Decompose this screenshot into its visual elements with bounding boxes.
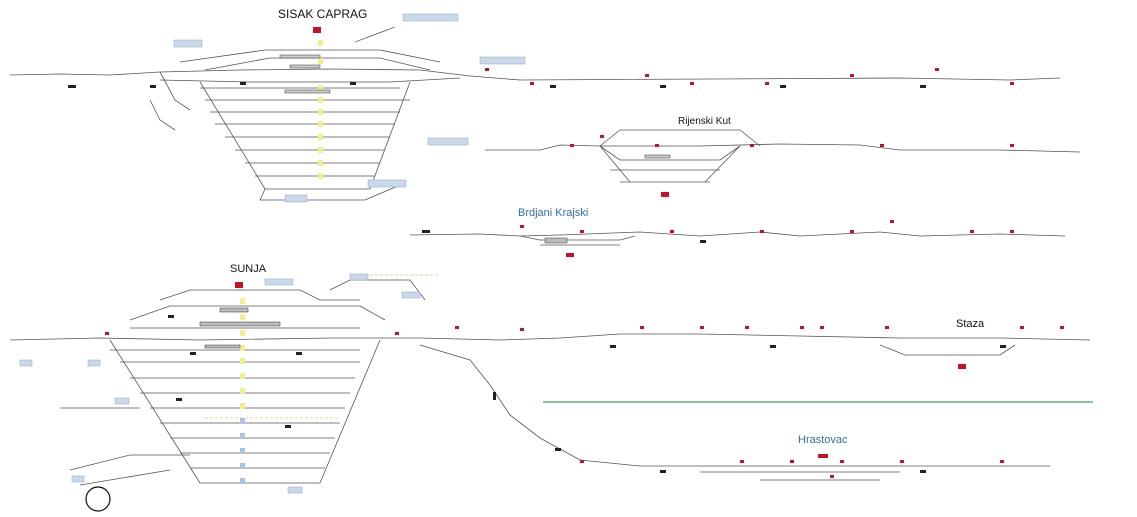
brdjani-krajski-line bbox=[409, 231, 1066, 246]
brdjani-building bbox=[566, 253, 574, 257]
staza-building bbox=[958, 364, 966, 369]
sisak-caprag-yard bbox=[9, 49, 1061, 201]
rijenski-kut-yard bbox=[485, 129, 1081, 183]
sunja-blue-markers bbox=[240, 418, 245, 484]
station-title-staza: Staza bbox=[956, 318, 985, 330]
sunja-label-boxes bbox=[19, 273, 421, 494]
sunja-orange-annotation bbox=[205, 274, 440, 419]
sunja-yard bbox=[9, 279, 1091, 486]
sisak-platform-markers bbox=[318, 40, 323, 179]
sisak-label-boxes bbox=[173, 13, 526, 203]
sunja-station-building bbox=[235, 282, 243, 288]
station-title-hrastovac: Hrastovac bbox=[798, 434, 848, 446]
station-title-brdjani-krajski: Brdjani Krajski bbox=[518, 207, 588, 219]
signals bbox=[105, 68, 1064, 478]
rijenski-platform bbox=[644, 154, 671, 159]
brdjani-platform bbox=[544, 237, 568, 244]
equipment-marks bbox=[68, 82, 1006, 473]
sisak-platform-bars bbox=[279, 54, 331, 94]
rijenski-building bbox=[661, 192, 669, 197]
station-title-sunja: SUNJA bbox=[230, 263, 267, 275]
sisak-station-building bbox=[313, 27, 321, 33]
sisak-arrow bbox=[354, 26, 396, 43]
sunja-platform-markers bbox=[240, 298, 245, 409]
station-title-rijenski-kut: Rijenski Kut bbox=[678, 116, 731, 127]
station-title-sisak-caprag: SISAK CAPRAG bbox=[278, 7, 367, 21]
sunja-platform-bars bbox=[199, 307, 281, 349]
hrastovac-building bbox=[818, 454, 828, 458]
sunja-turntable bbox=[85, 486, 111, 512]
